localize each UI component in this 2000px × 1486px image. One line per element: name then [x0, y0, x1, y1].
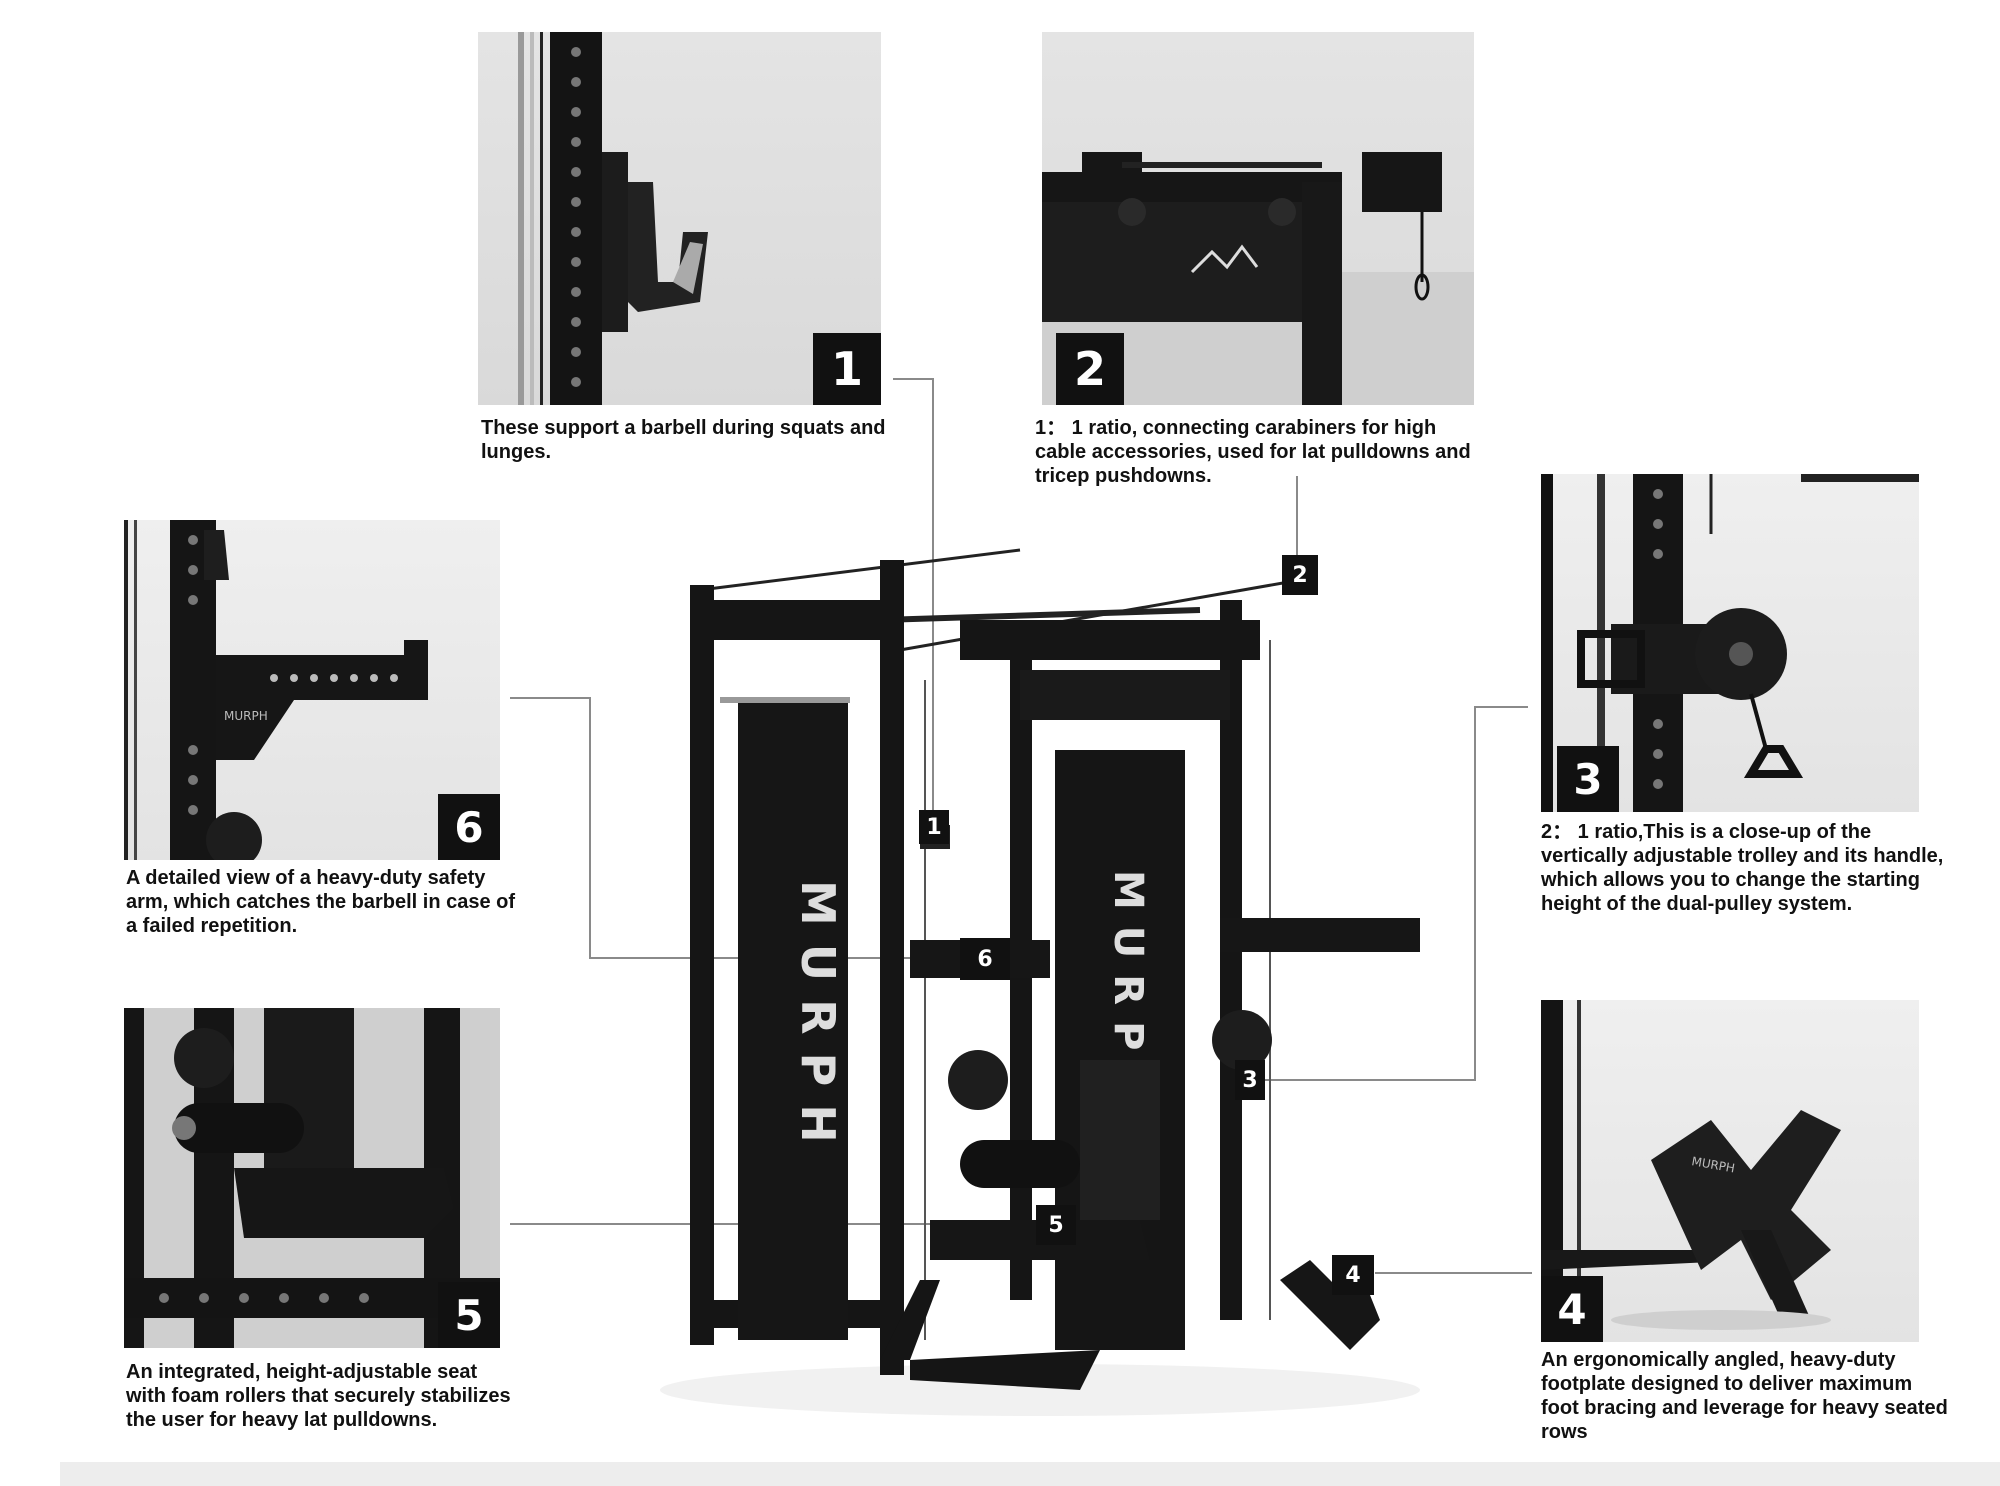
- rack-marker-3[interactable]: 3: [1235, 1060, 1265, 1100]
- safety-arm-image: MURPH: [124, 520, 428, 860]
- seat-image: [124, 1008, 500, 1348]
- detail-photo-seat: 5: [124, 1008, 500, 1348]
- callout-number-badge: 1: [813, 333, 881, 405]
- callout-4-caption: An ergonomically angled, heavy-duty foot…: [1541, 1349, 1948, 1443]
- rack-brand-text: MURPH: [791, 880, 845, 1161]
- power-rack-illustration: MURPH MURPH: [660, 548, 1420, 1416]
- callout-number-badge: 6: [438, 794, 500, 860]
- callout-number-badge: 4: [1541, 1276, 1603, 1342]
- detail-photo-safety-arm: MURPH 6: [124, 520, 500, 860]
- rack-marker-6[interactable]: 6: [960, 938, 1010, 980]
- callout-6-caption: A detailed view of a heavy-duty safety a…: [126, 867, 516, 937]
- j-hook-image: [518, 32, 708, 405]
- detail-photo-j-hook: 1: [478, 32, 881, 405]
- rack-marker-5[interactable]: 5: [1036, 1205, 1076, 1245]
- trolley-image: [1541, 474, 1919, 812]
- detail-photo-carabiners: 2: [1042, 32, 1474, 405]
- rack-marker-2[interactable]: 2: [1282, 555, 1318, 595]
- detail-photo-trolley: 3: [1541, 474, 1919, 812]
- callout-number-badge: 2: [1056, 333, 1124, 405]
- callout-1-caption: These support a barbell during squats an…: [481, 417, 886, 463]
- bottom-band: [60, 1462, 2000, 1486]
- detail-photo-footplate: MURPH 4: [1541, 1000, 1919, 1342]
- callout-5-caption: An integrated, height-adjustable seat wi…: [126, 1361, 511, 1431]
- callout-3-caption: 2： 1 ratio,This is a close-up of the ver…: [1541, 821, 1944, 915]
- footplate-image: MURPH: [1541, 1000, 1841, 1342]
- callout-number-badge: 3: [1557, 746, 1619, 812]
- rack-marker-4[interactable]: 4: [1332, 1255, 1374, 1295]
- rack-marker-1[interactable]: 1: [919, 810, 949, 844]
- callout-number-badge: 5: [438, 1282, 500, 1348]
- callout-2-caption: 1： 1 ratio, connecting carabiners for hi…: [1035, 417, 1471, 487]
- safety-arm-brand-text: MURPH: [224, 709, 268, 723]
